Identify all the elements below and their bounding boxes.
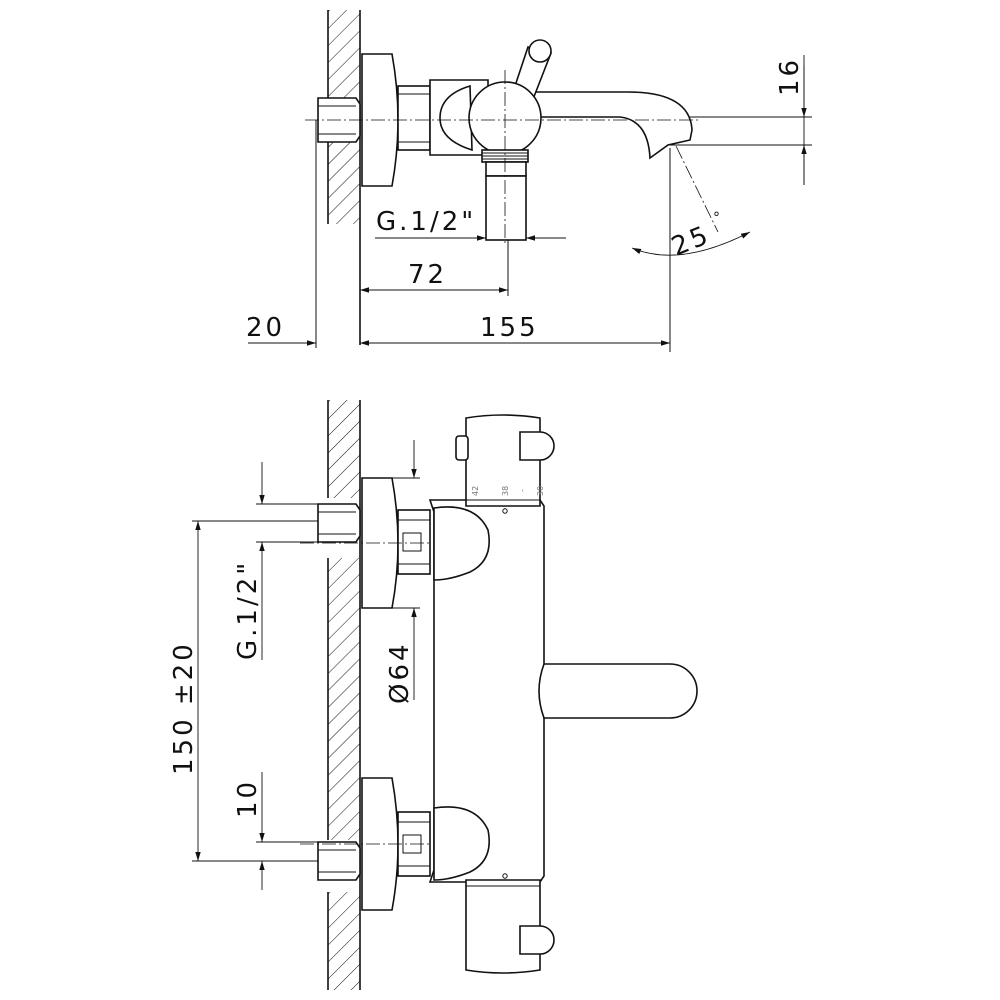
dim-spout-angle-degree: ° <box>713 210 720 226</box>
dim-inlet-spacing-label: 150 ±20 <box>169 641 199 775</box>
body-connector-top <box>397 85 431 151</box>
dim-inlet-distance-label: 72 <box>408 260 447 290</box>
top-view: 20 155 72 G.1/2" 16 25 ° <box>246 10 812 352</box>
dim-outlet-thread-label: G.1/2" <box>376 207 476 237</box>
dim-inlet-thread-label: G.1/2" <box>233 560 263 660</box>
dim-depth-label: 155 <box>480 313 539 343</box>
temperature-handle: 42 38 - 30 <box>455 414 555 514</box>
wall-section-top <box>327 10 361 345</box>
temp-scale-42: 42 <box>471 486 480 496</box>
dim-spout-angle-label: 25 <box>667 220 714 262</box>
dim-cover-diameter-label: Ø64 <box>385 641 415 704</box>
eccentric-cap-upper <box>433 506 490 581</box>
spout-front <box>538 663 698 719</box>
wall-section-front <box>327 400 361 990</box>
dim-offset-label: 10 <box>233 779 263 818</box>
inlet-connector-lower <box>317 841 361 881</box>
eccentric-cap-lower <box>433 806 490 881</box>
inlet-connector-upper <box>317 503 361 543</box>
temp-scale-38: 38 <box>501 486 510 496</box>
flow-handle <box>465 873 555 974</box>
temp-scale-dash: - <box>518 489 527 492</box>
hex-nut-upper <box>397 509 431 575</box>
front-view: 42 38 - 30 150 ±20 <box>169 400 698 990</box>
dim-spout-height-label: 16 <box>775 57 805 96</box>
dim-wall-offset-label: 20 <box>246 313 285 343</box>
spout-top <box>529 91 693 160</box>
temp-scale-30: 30 <box>536 486 545 496</box>
